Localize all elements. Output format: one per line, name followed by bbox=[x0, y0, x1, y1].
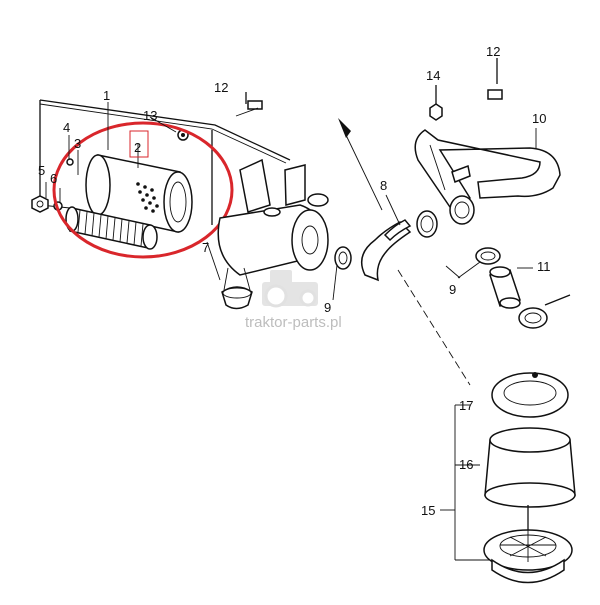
callout-11: 11 bbox=[537, 259, 551, 274]
callout-10: 10 bbox=[532, 111, 546, 126]
hose-clamp-right bbox=[416, 210, 438, 238]
callout-9-left: 9 bbox=[324, 300, 331, 315]
callout-14: 14 bbox=[426, 68, 440, 83]
precleaner-screen bbox=[484, 427, 576, 508]
bolt-12-middle bbox=[235, 92, 263, 117]
clip bbox=[66, 129, 189, 166]
leader-lines-right bbox=[206, 128, 537, 301]
hose bbox=[360, 219, 412, 282]
callout-12-right: 12 bbox=[486, 44, 500, 59]
clamp-9-right bbox=[475, 247, 501, 265]
inlet-pipe bbox=[414, 129, 561, 225]
callout-16: 16 bbox=[459, 457, 473, 472]
callout-7: 7 bbox=[202, 240, 209, 255]
callout-9-right: 9 bbox=[449, 282, 456, 297]
callout-15: 15 bbox=[421, 503, 435, 518]
pre-cleaner-body bbox=[217, 158, 329, 310]
highlight-ellipse bbox=[52, 121, 234, 259]
tractor-icon bbox=[262, 270, 318, 308]
watermark-text: traktor-parts.pl bbox=[245, 314, 342, 331]
bolt-12-right bbox=[487, 58, 503, 100]
flow-arrow bbox=[338, 118, 383, 211]
callout-1: 1 bbox=[103, 88, 110, 103]
callout-4: 4 bbox=[63, 120, 70, 135]
callout-12-middle: 12 bbox=[214, 80, 228, 95]
sleeve-11 bbox=[489, 266, 521, 309]
callout-6: 6 bbox=[50, 171, 57, 186]
nut-14 bbox=[429, 85, 443, 121]
callout-8: 8 bbox=[380, 178, 387, 193]
hose-clamp-left bbox=[334, 246, 352, 270]
clamp-lower bbox=[518, 294, 571, 329]
wing-nut bbox=[31, 195, 49, 213]
callout-17: 17 bbox=[459, 398, 473, 413]
callout-13: 13 bbox=[143, 108, 157, 123]
centre-line bbox=[397, 269, 471, 386]
callout-5: 5 bbox=[38, 163, 45, 178]
callout-3: 3 bbox=[74, 136, 81, 151]
watermark: traktor-parts.pl bbox=[245, 270, 342, 331]
bracket-15 bbox=[440, 404, 490, 561]
precleaner-base bbox=[483, 505, 573, 584]
callout-2: 2 bbox=[134, 140, 141, 155]
filter-element bbox=[85, 154, 193, 233]
callout-labels: 1 2 3 4 5 6 7 8 9 9 10 11 12 12 13 14 15… bbox=[38, 44, 551, 518]
precleaner-cap bbox=[491, 372, 569, 418]
leader-lines-left bbox=[45, 102, 177, 202]
